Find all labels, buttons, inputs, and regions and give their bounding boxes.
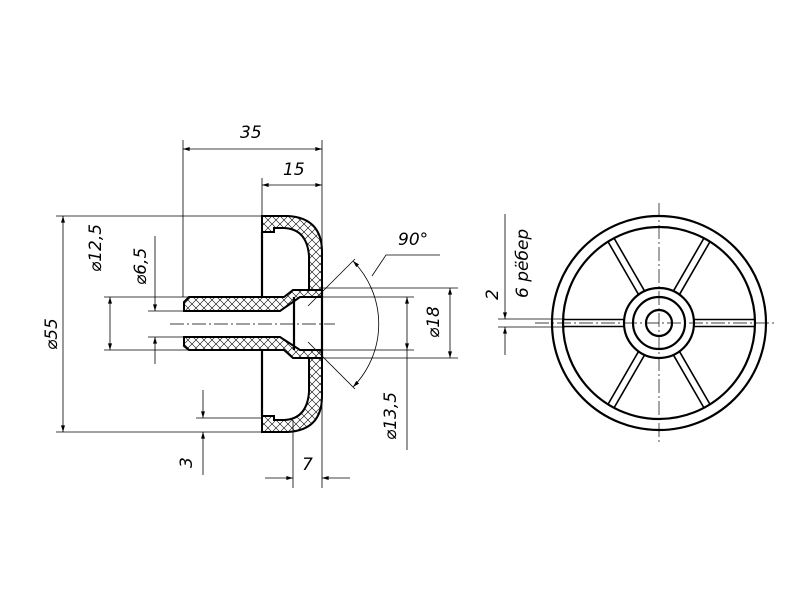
dim-dia-55: ⌀55 <box>42 318 62 350</box>
end-view <box>498 203 775 443</box>
rib-spoke <box>613 237 646 292</box>
dimension-lines <box>56 140 458 488</box>
dim-dia-18: ⌀18 <box>424 306 444 338</box>
dim-dia-13-5: ⌀13,5 <box>381 392 401 440</box>
hub-upper-wall <box>183 289 323 312</box>
rib-spoke <box>607 351 640 405</box>
rib-spoke <box>678 351 711 405</box>
rib-spoke <box>672 237 705 292</box>
hub-lower-wall <box>183 336 323 359</box>
ribs-note: 6 рёбер <box>513 229 533 298</box>
outer-rim <box>550 214 768 432</box>
dim-angle-90: 90° <box>398 230 428 250</box>
dim-rib-2: 2 <box>483 289 503 300</box>
dim-15: 15 <box>283 160 305 180</box>
rib-spoke <box>672 354 705 409</box>
rib-spoke <box>607 241 640 295</box>
rib-spoke <box>613 354 646 409</box>
section-view <box>170 215 335 433</box>
dim-35: 35 <box>240 123 262 143</box>
rib-spoke <box>678 241 711 295</box>
dim-dia-6-5: ⌀6,5 <box>131 248 151 285</box>
flange-upper-section <box>261 215 323 291</box>
dim-3: 3 <box>177 457 197 468</box>
hub-inner <box>631 295 687 351</box>
inner-rim <box>561 225 757 421</box>
flange-lower-section <box>261 357 323 433</box>
dim-dia-12-5: ⌀12,5 <box>86 224 106 272</box>
bore <box>644 308 674 338</box>
dim-7: 7 <box>302 455 313 475</box>
hub-outer <box>622 286 696 360</box>
